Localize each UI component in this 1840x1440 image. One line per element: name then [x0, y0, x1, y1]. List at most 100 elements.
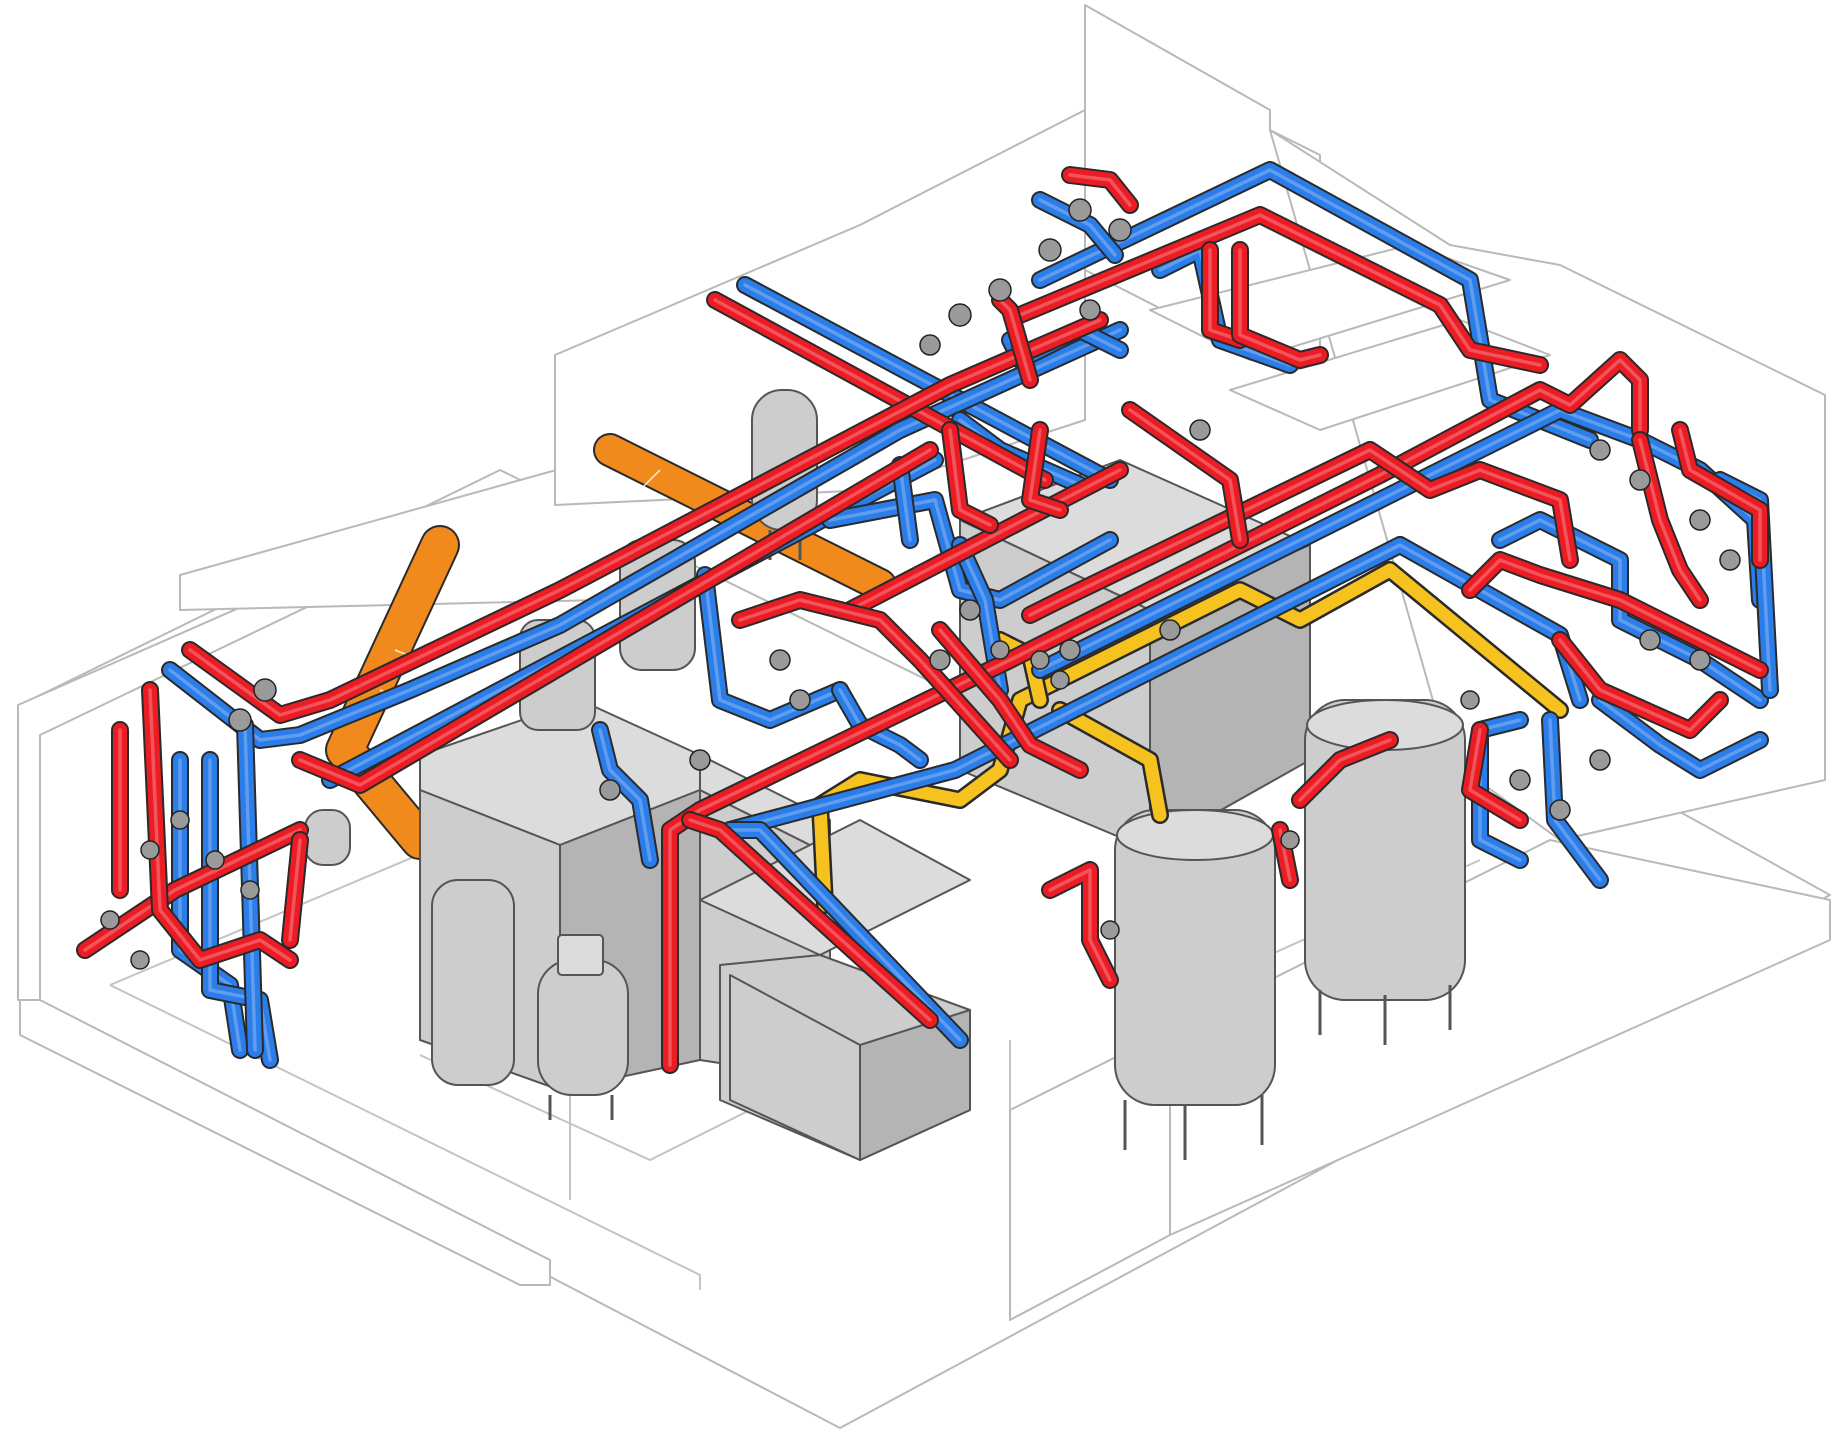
valve-fitting — [205, 850, 225, 870]
supply-pipe-highlight — [1468, 728, 1522, 822]
supply-pipe — [1293, 733, 1397, 807]
return-pipe — [1033, 163, 1597, 447]
supply-pipe — [1463, 723, 1527, 827]
return-pipe — [833, 683, 927, 767]
supply-pipe — [1043, 863, 1117, 987]
valve-fitting — [1509, 769, 1531, 791]
supply-pipe-highlight — [1208, 248, 1242, 342]
valve-fitting — [1549, 799, 1571, 821]
supply-pipe — [683, 813, 937, 1027]
valve-fitting — [689, 749, 711, 771]
return-pipe-highlight — [1478, 718, 1522, 862]
return-pipe — [1593, 693, 1767, 777]
valve-fitting — [919, 334, 941, 356]
valve-fitting — [130, 950, 150, 970]
return-pipe — [723, 823, 967, 1047]
valve-fitting — [1068, 198, 1092, 222]
return-pipe — [1473, 713, 1527, 867]
supply-pipe — [78, 823, 307, 957]
valve-fitting — [1589, 749, 1611, 771]
valve-fitting — [1689, 649, 1711, 671]
valve-fitting — [1059, 639, 1081, 661]
return-pipe — [1493, 513, 1767, 707]
supply-pipe — [993, 293, 1037, 387]
valve-fitting — [1030, 650, 1050, 670]
return-pipe-highlight — [168, 328, 1122, 742]
supply-pipe — [283, 833, 307, 947]
supply-pipe-highlight — [1048, 868, 1112, 982]
valve-fitting — [990, 640, 1010, 660]
supply-pipe — [1013, 208, 1547, 372]
return-pipe — [738, 278, 1117, 487]
valve-fitting — [140, 840, 160, 860]
supply-pipe-highlight — [1558, 638, 1722, 732]
supply-pipe-highlight — [938, 628, 1082, 772]
supply-pipe — [843, 463, 1127, 617]
supply-pipe-highlight — [188, 318, 1102, 717]
valve-fitting — [1189, 419, 1211, 441]
supply-pipe-highlight — [688, 818, 932, 1022]
supply-pipe — [1673, 423, 1767, 567]
valve-fitting — [1050, 670, 1070, 690]
valve-fitting — [1079, 299, 1101, 321]
valve-fitting — [1589, 439, 1611, 461]
supply-pipe-highlight — [1298, 738, 1392, 802]
valve-fitting — [240, 880, 260, 900]
return-pipe-highlight — [898, 463, 912, 542]
valve-fitting — [1159, 619, 1181, 641]
supply-pipe — [143, 683, 297, 967]
supply-pipe — [1023, 423, 1067, 517]
valve-fitting — [170, 810, 190, 830]
supply-pipe — [293, 443, 937, 792]
valve-fitting — [228, 708, 252, 732]
valve-fitting — [1280, 830, 1300, 850]
return-pipe-highlight — [1038, 198, 1117, 257]
supply-pipe-highlight — [998, 298, 1032, 382]
supply-pipe-highlight — [1468, 558, 1762, 672]
valves — [100, 198, 1741, 970]
valve-fitting — [789, 689, 811, 711]
supply-pipe-highlight — [1068, 173, 1132, 207]
supply-pipe-highlight — [148, 688, 292, 962]
valve-fitting — [988, 278, 1012, 302]
return-pipe — [593, 723, 657, 867]
supply-pipe-highlight — [738, 598, 1012, 762]
return-pipe — [1543, 713, 1607, 887]
supply-pipe-highlight — [1678, 428, 1762, 562]
supply-pipe — [1123, 403, 1247, 547]
return-pipe-highlight — [838, 688, 922, 762]
valve-fitting — [1689, 509, 1711, 531]
valve-fitting — [1460, 690, 1480, 710]
supply-pipe-highlight — [1028, 448, 1572, 617]
return-pipe-highlight — [598, 728, 652, 862]
valve-fitting — [1629, 469, 1651, 491]
valve-fitting — [1108, 218, 1132, 242]
supply-pipe-highlight — [848, 468, 1122, 612]
supply-pipe-highlight — [948, 428, 992, 527]
return-pipe-highlight — [1598, 698, 1762, 772]
front-right-wall-2 — [1169, 839, 1831, 1236]
supply-pipe — [1063, 168, 1137, 212]
expansion-vessel-left-front — [537, 934, 629, 1120]
return-pipe-highlight — [743, 283, 1112, 482]
return-pipe-highlight — [728, 828, 962, 1042]
return-pipe-highlight — [1548, 718, 1602, 882]
cylinder-left-front — [431, 879, 515, 1086]
supply-pipes — [76, 166, 1769, 1074]
return-pipe-highlight — [1038, 168, 1592, 442]
valve-fitting — [100, 910, 120, 930]
front-left-wall — [19, 999, 551, 1286]
return-pipe — [163, 323, 1127, 747]
valve-fitting — [769, 649, 791, 671]
supply-pipe — [1203, 243, 1247, 347]
supply-pipe-highlight — [1238, 248, 1322, 362]
valve-fitting — [599, 779, 621, 801]
supply-pipe — [1463, 553, 1767, 677]
valve-fitting — [959, 599, 981, 621]
supply-pipe — [733, 593, 1017, 767]
supply-pipe-highlight — [1018, 213, 1542, 367]
supply-pipe — [1553, 633, 1727, 737]
supply-pipe-highlight — [1128, 408, 1242, 542]
valve-fitting — [1100, 920, 1120, 940]
